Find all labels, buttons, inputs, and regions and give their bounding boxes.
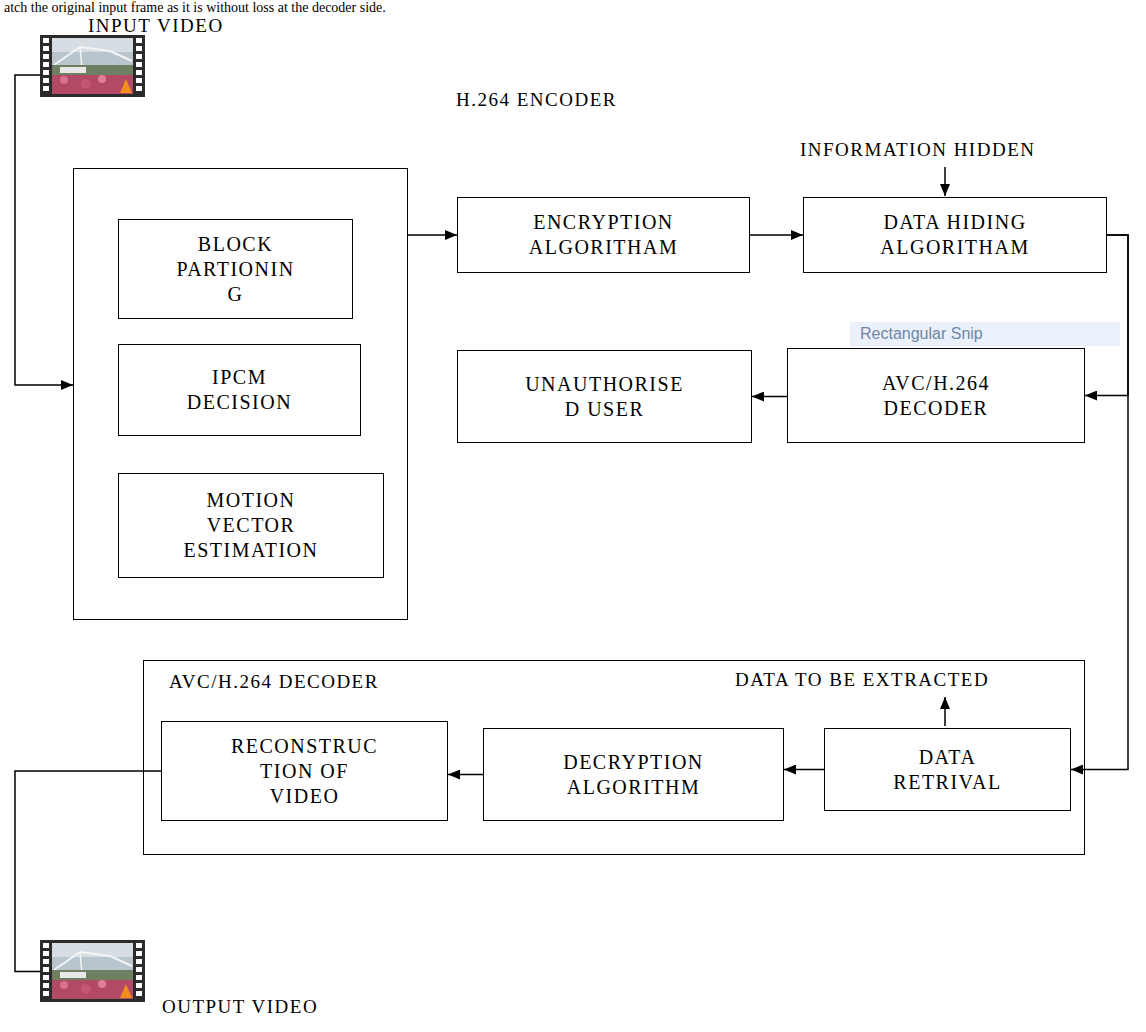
process-box: DATA HIDING ALGORITHAM [803,197,1107,273]
encoder-group-box: H.264 ENCODERBLOCK PARTIONIN GIPCM DECIS… [73,168,408,620]
connector [1071,235,1128,770]
box-label: RECONSTRUC TION OF VIDEO [230,734,379,809]
video-frame: INPUT VIDEO [40,35,145,97]
box-label: ENCRYPTION ALGORITHAM [528,210,679,260]
process-box: ENCRYPTION ALGORITHAM [457,197,750,273]
film-frame-image [40,940,145,1002]
annotation-text: INFORMATION HIDDEN [800,138,1035,162]
film-frame-image [40,35,145,97]
leader-arrow [944,167,946,196]
connector [15,771,161,972]
heading-text: AVC/H.264 DECODER [169,671,379,693]
heading-text: H.264 ENCODER [456,89,617,111]
box-label: DATA RETRIVAL [893,745,1003,795]
process-box: RECONSTRUC TION OF VIDEO [161,721,448,821]
box-label: AVC/H.264 DECODER [881,371,991,421]
heading-text: OUTPUT VIDEO [162,996,318,1018]
caption-fragment: atch the original input frame as it is w… [4,0,386,15]
process-box: BLOCK PARTIONIN G [118,219,353,319]
connector [750,234,803,236]
process-box: DATA RETRIVAL [824,728,1071,811]
connector [448,774,483,776]
video-frame: OUTPUT VIDEO [40,940,145,1003]
box-label: MOTION VECTOR ESTIMATION [183,488,320,563]
process-box: UNAUTHORISE D USER [457,350,752,443]
annotation-text: DATA TO BE EXTRACTED [735,668,989,692]
connector [15,75,73,385]
box-label: IPCM DECISION [186,365,293,415]
connector [408,234,457,236]
process-box: AVC/H.264 DECODER [787,348,1085,443]
watermark-text: Rectangular Snip [850,322,1120,346]
leader-arrow [944,697,946,726]
box-label: DATA HIDING ALGORITHAM [868,210,1043,260]
box-label: DECRYPTION ALGORITHM [562,750,705,800]
connector [752,396,787,398]
process-box: DECRYPTION ALGORITHM [483,728,784,821]
process-box: IPCM DECISION [118,344,361,436]
connector [784,769,824,771]
heading-text: INPUT VIDEO [88,15,224,37]
process-box: MOTION VECTOR ESTIMATION [118,473,384,578]
box-label: UNAUTHORISE D USER [524,372,685,422]
box-label: BLOCK PARTIONIN G [176,232,296,307]
